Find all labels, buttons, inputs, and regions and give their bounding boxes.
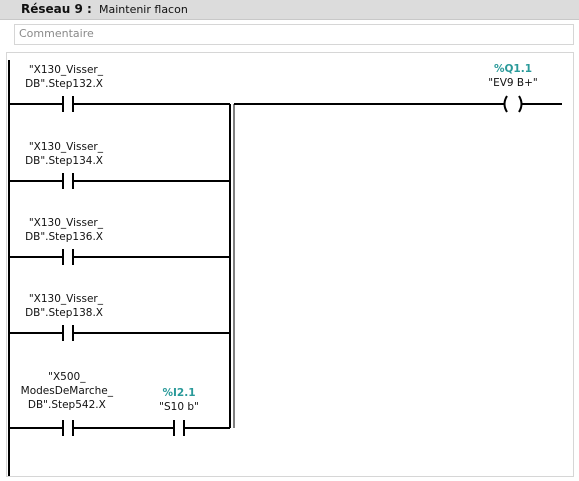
contact-3-symbol[interactable] [62,249,74,265]
contact-1-line2: DB".Step132.X [25,78,103,90]
contact-s10b-symbol[interactable] [173,420,185,436]
contact-4-operand[interactable]: "X130_Visser_ DB".Step138.X [25,292,103,320]
network-comment-field[interactable]: Commentaire [14,24,574,45]
contact-1-operand[interactable]: "X130_Visser_ DB".Step132.X [25,63,103,91]
contact-s10b-address[interactable]: %I2.1 [162,387,196,399]
coil-symbol[interactable] [503,95,523,113]
comment-placeholder: Commentaire [19,27,94,40]
contact-4-line2: DB".Step138.X [25,307,103,319]
contact-3-line2: DB".Step136.X [25,231,103,243]
contact-5-line3: DB".Step542.X [27,399,106,411]
contact-2-operand[interactable]: "X130_Visser_ DB".Step134.X [25,140,103,168]
contact-2-symbol[interactable] [62,173,74,189]
contact-2-line2: DB".Step134.X [25,155,103,167]
contact-1-symbol[interactable] [62,96,74,112]
contact-4-symbol[interactable] [62,325,74,341]
network-description[interactable]: Maintenir flacon [99,3,188,16]
network-header[interactable]: Réseau 9 : Maintenir flacon [0,0,579,20]
contact-5-line1: "X500_ [48,371,86,383]
ladder-body [6,52,574,477]
contact-5-symbol[interactable] [62,420,74,436]
contact-2-line1: "X130_Visser_ [28,141,103,153]
coil-address[interactable]: %Q1.1 [493,63,533,75]
contact-3-line1: "X130_Visser_ [28,217,103,229]
contact-5-operand[interactable]: "X500_ ModesDeMarche_ DB".Step542.X [21,370,113,412]
contact-s10b-symbol-name[interactable]: "S10 b" [159,401,199,413]
contact-1-line1: "X130_Visser_ [28,64,103,76]
contact-5-line2: ModesDeMarche_ [20,385,113,397]
network-title: Réseau 9 : [21,2,92,16]
coil-symbol-name[interactable]: "EV9 B+" [488,77,538,89]
contact-4-line1: "X130_Visser_ [28,293,103,305]
contact-3-operand[interactable]: "X130_Visser_ DB".Step136.X [25,216,103,244]
